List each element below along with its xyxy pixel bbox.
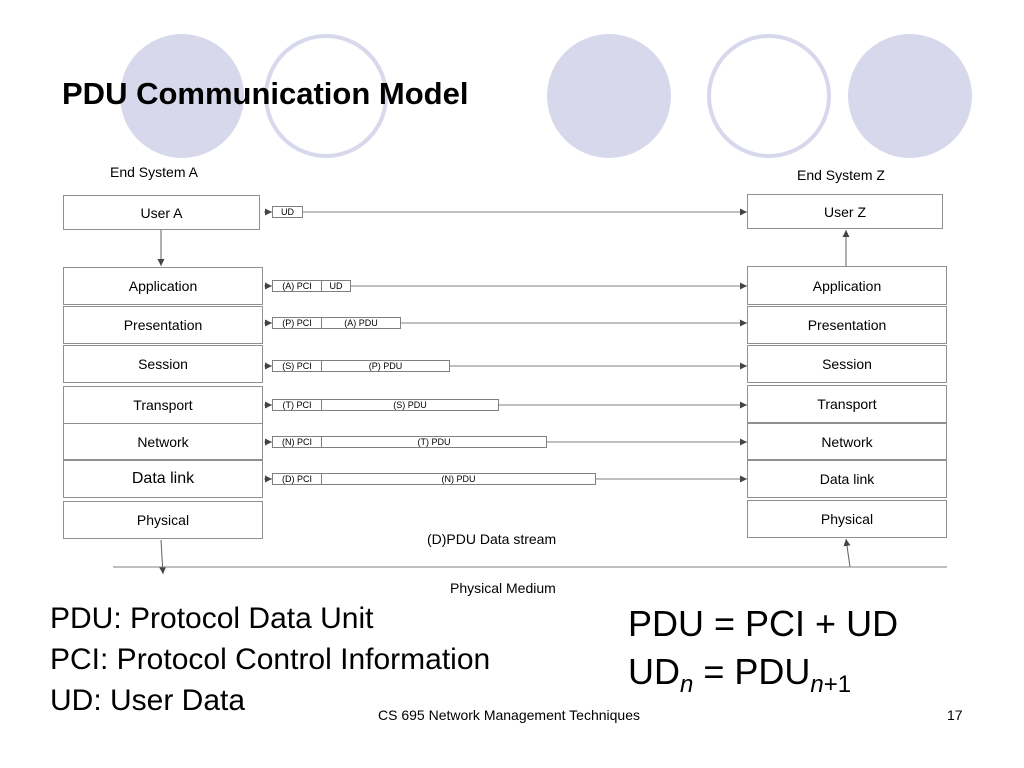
pdu-frame-datalink: (D) PCI (N) PDU [272, 473, 596, 485]
decor-ring-2 [707, 34, 831, 158]
user-z-box: User Z [747, 194, 943, 229]
end-system-z-label: End System Z [797, 167, 885, 183]
pdu-frame-presentation: (P) PCI (A) PDU [272, 317, 401, 329]
layer-z-transport: Transport [747, 385, 947, 423]
layer-a-session: Session [63, 345, 263, 383]
decor-circle-1 [120, 34, 244, 158]
layer-a-application: Application [63, 267, 263, 305]
pci-field: (N) PCI [273, 437, 322, 447]
physical-a-down-arrow [159, 539, 167, 575]
decor-circle-2 [547, 34, 671, 158]
layer-a-datalink: Data link [63, 460, 263, 498]
footer-page-number: 17 [947, 707, 963, 723]
layer-a-physical: Physical [63, 501, 263, 539]
formula-sub-n: n [680, 671, 694, 698]
payload-field: (A) PDU [344, 318, 378, 328]
payload-field: (S) PDU [393, 400, 427, 410]
slide-title: PDU Communication Model [62, 76, 469, 111]
payload-field: (N) PDU [441, 474, 476, 484]
layer-z-application: Application [747, 266, 947, 305]
physical-z-up-arrow [843, 538, 851, 568]
pci-field: (S) PCI [273, 361, 322, 371]
payload-field: UD [329, 281, 343, 291]
formula-ud: UDn = PDUn+1 [628, 651, 851, 699]
layer-a-network: Network [63, 423, 263, 460]
decor-circle-3 [848, 34, 972, 158]
formula-equals-pdu: = PDU [693, 651, 811, 692]
data-stream-label: (D)PDU Data stream [427, 531, 557, 547]
decor-ring-1 [264, 34, 388, 158]
formula-ud-term: UD [628, 651, 680, 692]
user-a-box: User A [63, 195, 260, 230]
pci-field: (P) PCI [273, 318, 322, 328]
layer-z-presentation: Presentation [747, 306, 947, 344]
definition-ud: UD: User Data [50, 684, 246, 717]
footer-course: CS 695 Network Management Techniques [378, 707, 641, 723]
pci-field: (T) PCI [273, 400, 322, 410]
layer-z-session: Session [747, 345, 947, 383]
formula-sub-n1: n [810, 671, 824, 698]
formula-plus-one: +1 [823, 671, 852, 698]
physical-medium-label: Physical Medium [450, 580, 556, 596]
layer-z-physical: Physical [747, 500, 947, 538]
pdu-frame-session: (S) PCI (P) PDU [272, 360, 450, 372]
ud-frame-label: UD [281, 207, 294, 217]
pdu-frame-transport: (T) PCI (S) PDU [272, 399, 499, 411]
layer-z-datalink: Data link [747, 460, 947, 498]
layer-a-transport: Transport [63, 386, 263, 424]
formula-pdu: PDU = PCI + UD [628, 603, 899, 644]
definition-pdu: PDU: Protocol Data Unit [50, 602, 374, 635]
pdu-frame-network: (N) PCI (T) PDU [272, 436, 547, 448]
pci-field: (A) PCI [273, 281, 322, 291]
payload-field: (T) PDU [417, 437, 451, 447]
pci-field: (D) PCI [273, 474, 322, 484]
ud-frame: UD [272, 206, 303, 218]
end-system-a-label: End System A [110, 164, 198, 180]
definition-pci: PCI: Protocol Control Information [50, 643, 491, 676]
layer-a-presentation: Presentation [63, 306, 263, 344]
payload-field: (P) PDU [368, 361, 403, 371]
layer-z-network: Network [747, 423, 947, 460]
pdu-frame-application: (A) PCI UD [272, 280, 351, 292]
